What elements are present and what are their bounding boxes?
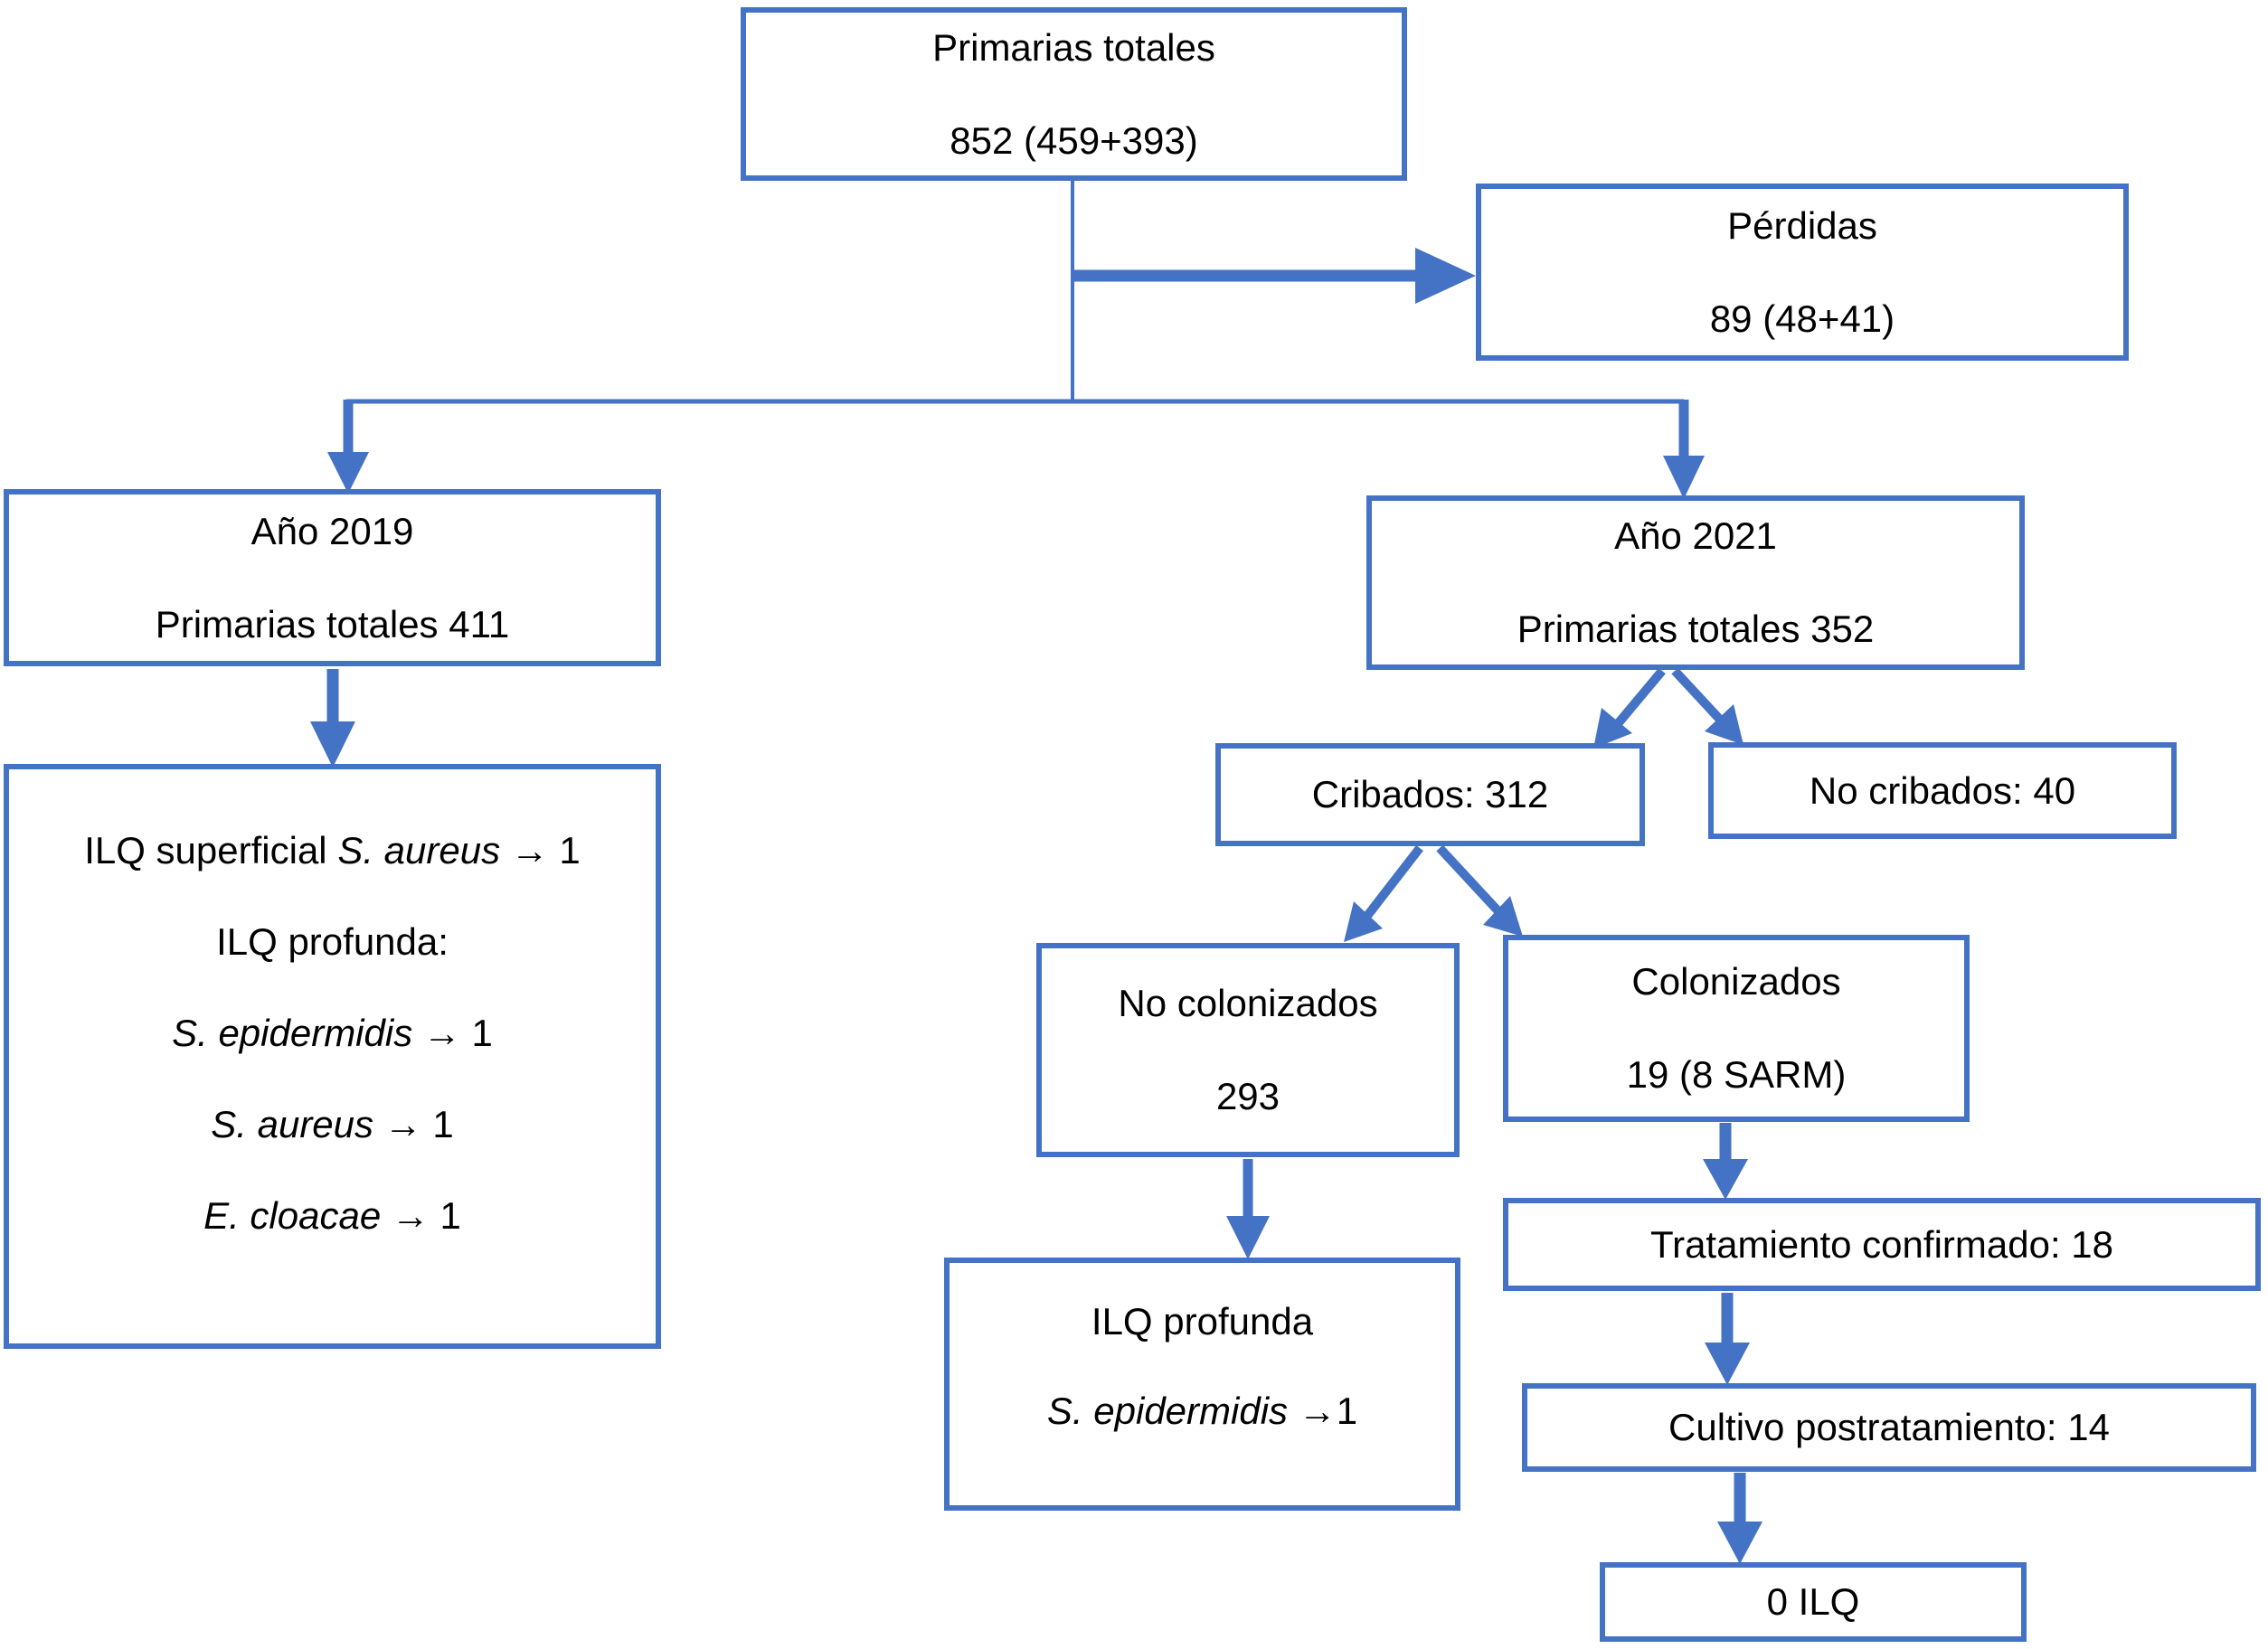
tratamiento-confirmado-label: Tratamiento confirmado: 18	[1649, 1222, 2114, 1266]
species-s-epidermidis-2: S. epidermidis	[1046, 1389, 1289, 1432]
colonizados-title: Colonizados	[1631, 960, 1841, 1003]
colonizados-count: 19 (8 SARM)	[1626, 1053, 1847, 1096]
ano-2019-title: Año 2019	[250, 509, 414, 552]
ilq-profunda-species-line: S. epidermidis →1	[1046, 1389, 1358, 1432]
box-ilq-2019-detail: ILQ superficial S. aureus → 1 ILQ profun…	[4, 764, 661, 1349]
box-ano-2021: Año 2021 Primarias totales 352	[1366, 495, 2025, 670]
no-colonizados-title: No colonizados	[1118, 982, 1378, 1024]
box-tratamiento-confirmado: Tratamiento confirmado: 18	[1503, 1198, 2261, 1291]
box-no-colonizados: No colonizados 293	[1036, 943, 1460, 1157]
species-e-cloacae: E. cloacae	[203, 1193, 382, 1237]
ilq-2019-line-aureus: S. aureus → 1	[211, 1102, 454, 1145]
perdidas-title: Pérdidas	[1727, 203, 1877, 247]
ano-2021-count: Primarias totales 352	[1517, 608, 1875, 650]
ano-2019-count: Primarias totales 411	[155, 602, 510, 645]
no-colonizados-count: 293	[1215, 1075, 1280, 1117]
cultivo-postratamiento-label: Cultivo postratamiento: 14	[1668, 1406, 2110, 1448]
cero-ilq-label: 0 ILQ	[1766, 1580, 1860, 1623]
primarias-totales-count: 852 (459+393)	[950, 118, 1198, 162]
primarias-totales-title: Primarias totales	[932, 25, 1215, 69]
ilq-2019-line-cloacae: E. cloacae → 1	[203, 1193, 461, 1237]
species-s-aureus: S. aureus	[337, 828, 501, 872]
ano-2021-title: Año 2021	[1614, 514, 1777, 557]
ilq-2019-line-superficial: ILQ superficial S. aureus → 1	[84, 828, 581, 872]
box-no-cribados: No cribados: 40	[1708, 742, 2177, 839]
box-colonizados: Colonizados 19 (8 SARM)	[1503, 935, 1970, 1122]
box-perdidas: Pérdidas 89 (48+41)	[1476, 184, 2129, 361]
species-s-epidermidis: S. epidermidis	[172, 1011, 413, 1054]
box-ano-2019: Año 2019 Primarias totales 411	[4, 489, 661, 666]
no-cribados-label: No cribados: 40	[1809, 768, 2076, 812]
perdidas-count: 89 (48+41)	[1709, 297, 1895, 340]
box-primarias-totales: Primarias totales 852 (459+393)	[741, 7, 1407, 181]
box-cribados: Cribados: 312	[1215, 743, 1645, 846]
ilq-2019-line-profunda: ILQ profunda:	[216, 919, 449, 963]
ilq-2019-line-epidermidis: S. epidermidis → 1	[172, 1011, 493, 1054]
box-cultivo-postratamiento: Cultivo postratamiento: 14	[1522, 1383, 2256, 1472]
cribados-label: Cribados: 312	[1311, 773, 1549, 815]
box-ilq-profunda: ILQ profunda S. epidermidis →1	[944, 1258, 1460, 1511]
ilq-profunda-title: ILQ profunda	[1091, 1299, 1314, 1343]
species-s-aureus-2: S. aureus	[211, 1102, 374, 1145]
box-cero-ilq: 0 ILQ	[1600, 1562, 2027, 1642]
